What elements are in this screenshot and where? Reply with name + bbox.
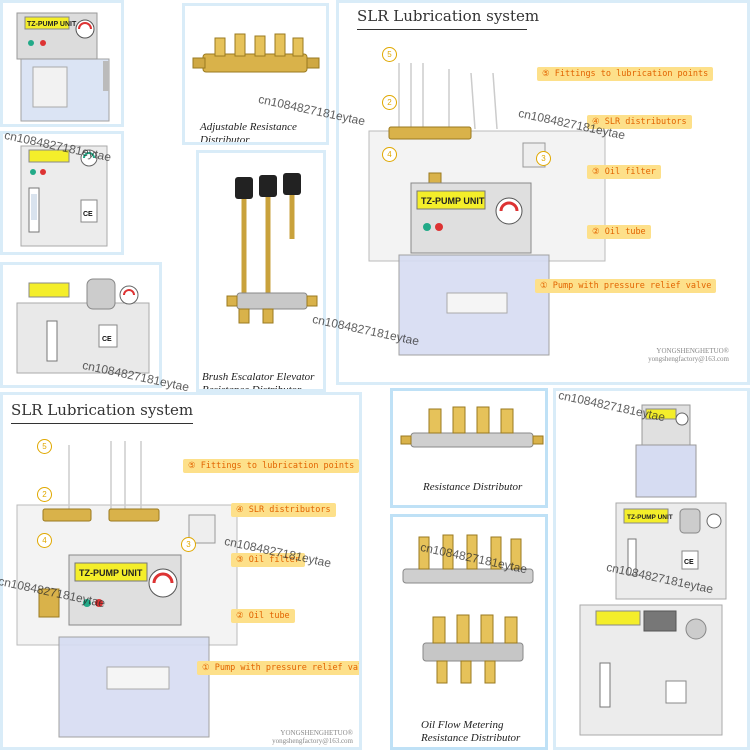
- callout-number-2: 2: [382, 95, 397, 110]
- callout-number-4: 4: [382, 147, 397, 162]
- footer-brand: YONGSHENGHETUO® yongshengfactory@163.com: [648, 347, 729, 363]
- pump-unit-illustration: TZ-PUMP UNIT: [16, 12, 110, 122]
- oil-flow-metering-panel: Oil Flow Metering Resistance Distributor: [390, 514, 548, 750]
- pump-photo-panel-right: TZ-PUMP UNIT CE: [553, 388, 750, 750]
- oil-flow-distributor-illustration: [402, 534, 534, 684]
- label-fittings: ⑤ Fittings to lubrication points: [537, 67, 714, 81]
- resistance-distributor-illustration: [400, 406, 544, 448]
- system-title: SLR Lubrication system: [11, 401, 194, 419]
- label-oil-tube: ② Oil tube: [231, 609, 295, 623]
- brass-distributor-illustration: [192, 33, 320, 73]
- pump-unit-label: TZ-PUMP UNIT: [627, 514, 673, 521]
- label-fittings: ⑤ Fittings to lubrication points: [183, 459, 359, 473]
- brush-distributor-panel: Brush Escalator Elevator Resistance Dist…: [196, 150, 326, 392]
- footer-brand: YONGSHENGHETUO® yongshengfactory@163.com: [272, 729, 353, 745]
- title-underline: [11, 423, 193, 424]
- pump-photo-panel-1: TZ-PUMP UNIT: [0, 0, 124, 127]
- pump-photo-panel-3: CE: [0, 262, 162, 388]
- pump-photo-panel-2: CE: [0, 131, 124, 255]
- pump-unit-illustration: CE: [16, 278, 150, 374]
- callout-number-3: 3: [181, 537, 196, 552]
- pump-unit-label: TZ-PUMP UNIT: [421, 196, 485, 206]
- pump-stack-illustration: TZ-PUMP UNIT CE: [579, 404, 727, 736]
- adjustable-distributor-caption: Adjustable Resistance Distributor: [200, 121, 297, 145]
- label-oil-filter: ③ Oil filter: [587, 165, 661, 179]
- slr-system-panel-top: SLR Lubrication system TZ-PUMP UNIT 5 2 …: [336, 0, 750, 385]
- lubrication-system-illustration: TZ-PUMP UNIT: [16, 441, 238, 738]
- oil-flow-distributor-caption: Oil Flow Metering Resistance Distributor: [421, 719, 521, 744]
- brush-distributor-illustration: [226, 173, 318, 324]
- label-pump: ① Pump with pressure relief valve: [535, 279, 717, 293]
- ce-mark: CE: [102, 336, 112, 343]
- label-oil-tube: ② Oil tube: [587, 225, 651, 239]
- title-underline: [357, 29, 527, 30]
- label-slr-distributors: ④ SLR distributors: [587, 115, 692, 129]
- callout-number-5: 5: [37, 439, 52, 454]
- callout-number-2: 2: [37, 487, 52, 502]
- pump-unit-label: TZ-PUMP UNIT: [79, 568, 143, 578]
- label-slr-distributors: ④ SLR distributors: [231, 503, 336, 517]
- label-oil-filter: ③ Oil filter: [231, 553, 305, 567]
- resistance-distributor-panel: Resistance Distributor: [390, 388, 548, 508]
- ce-mark: CE: [684, 559, 694, 566]
- slr-system-panel-bottom: SLR Lubrication system TZ-PUMP UNIT 5 2 …: [0, 392, 362, 750]
- pump-unit-label: TZ-PUMP UNIT: [27, 21, 77, 28]
- callout-number-3: 3: [536, 151, 551, 166]
- callout-number-5: 5: [382, 47, 397, 62]
- adjustable-distributor-panel: Adjustable Resistance Distributor: [182, 3, 329, 145]
- lubrication-system-illustration: TZ-PUMP UNIT: [368, 63, 606, 356]
- ce-mark: CE: [83, 211, 93, 218]
- callout-number-4: 4: [37, 533, 52, 548]
- label-pump: ① Pump with pressure relief valve: [197, 661, 359, 675]
- brush-distributor-caption: Brush Escalator Elevator Resistance Dist…: [202, 371, 315, 392]
- pump-unit-illustration: CE: [20, 145, 108, 247]
- system-title: SLR Lubrication system: [357, 7, 540, 25]
- resistance-distributor-caption: Resistance Distributor: [423, 481, 523, 493]
